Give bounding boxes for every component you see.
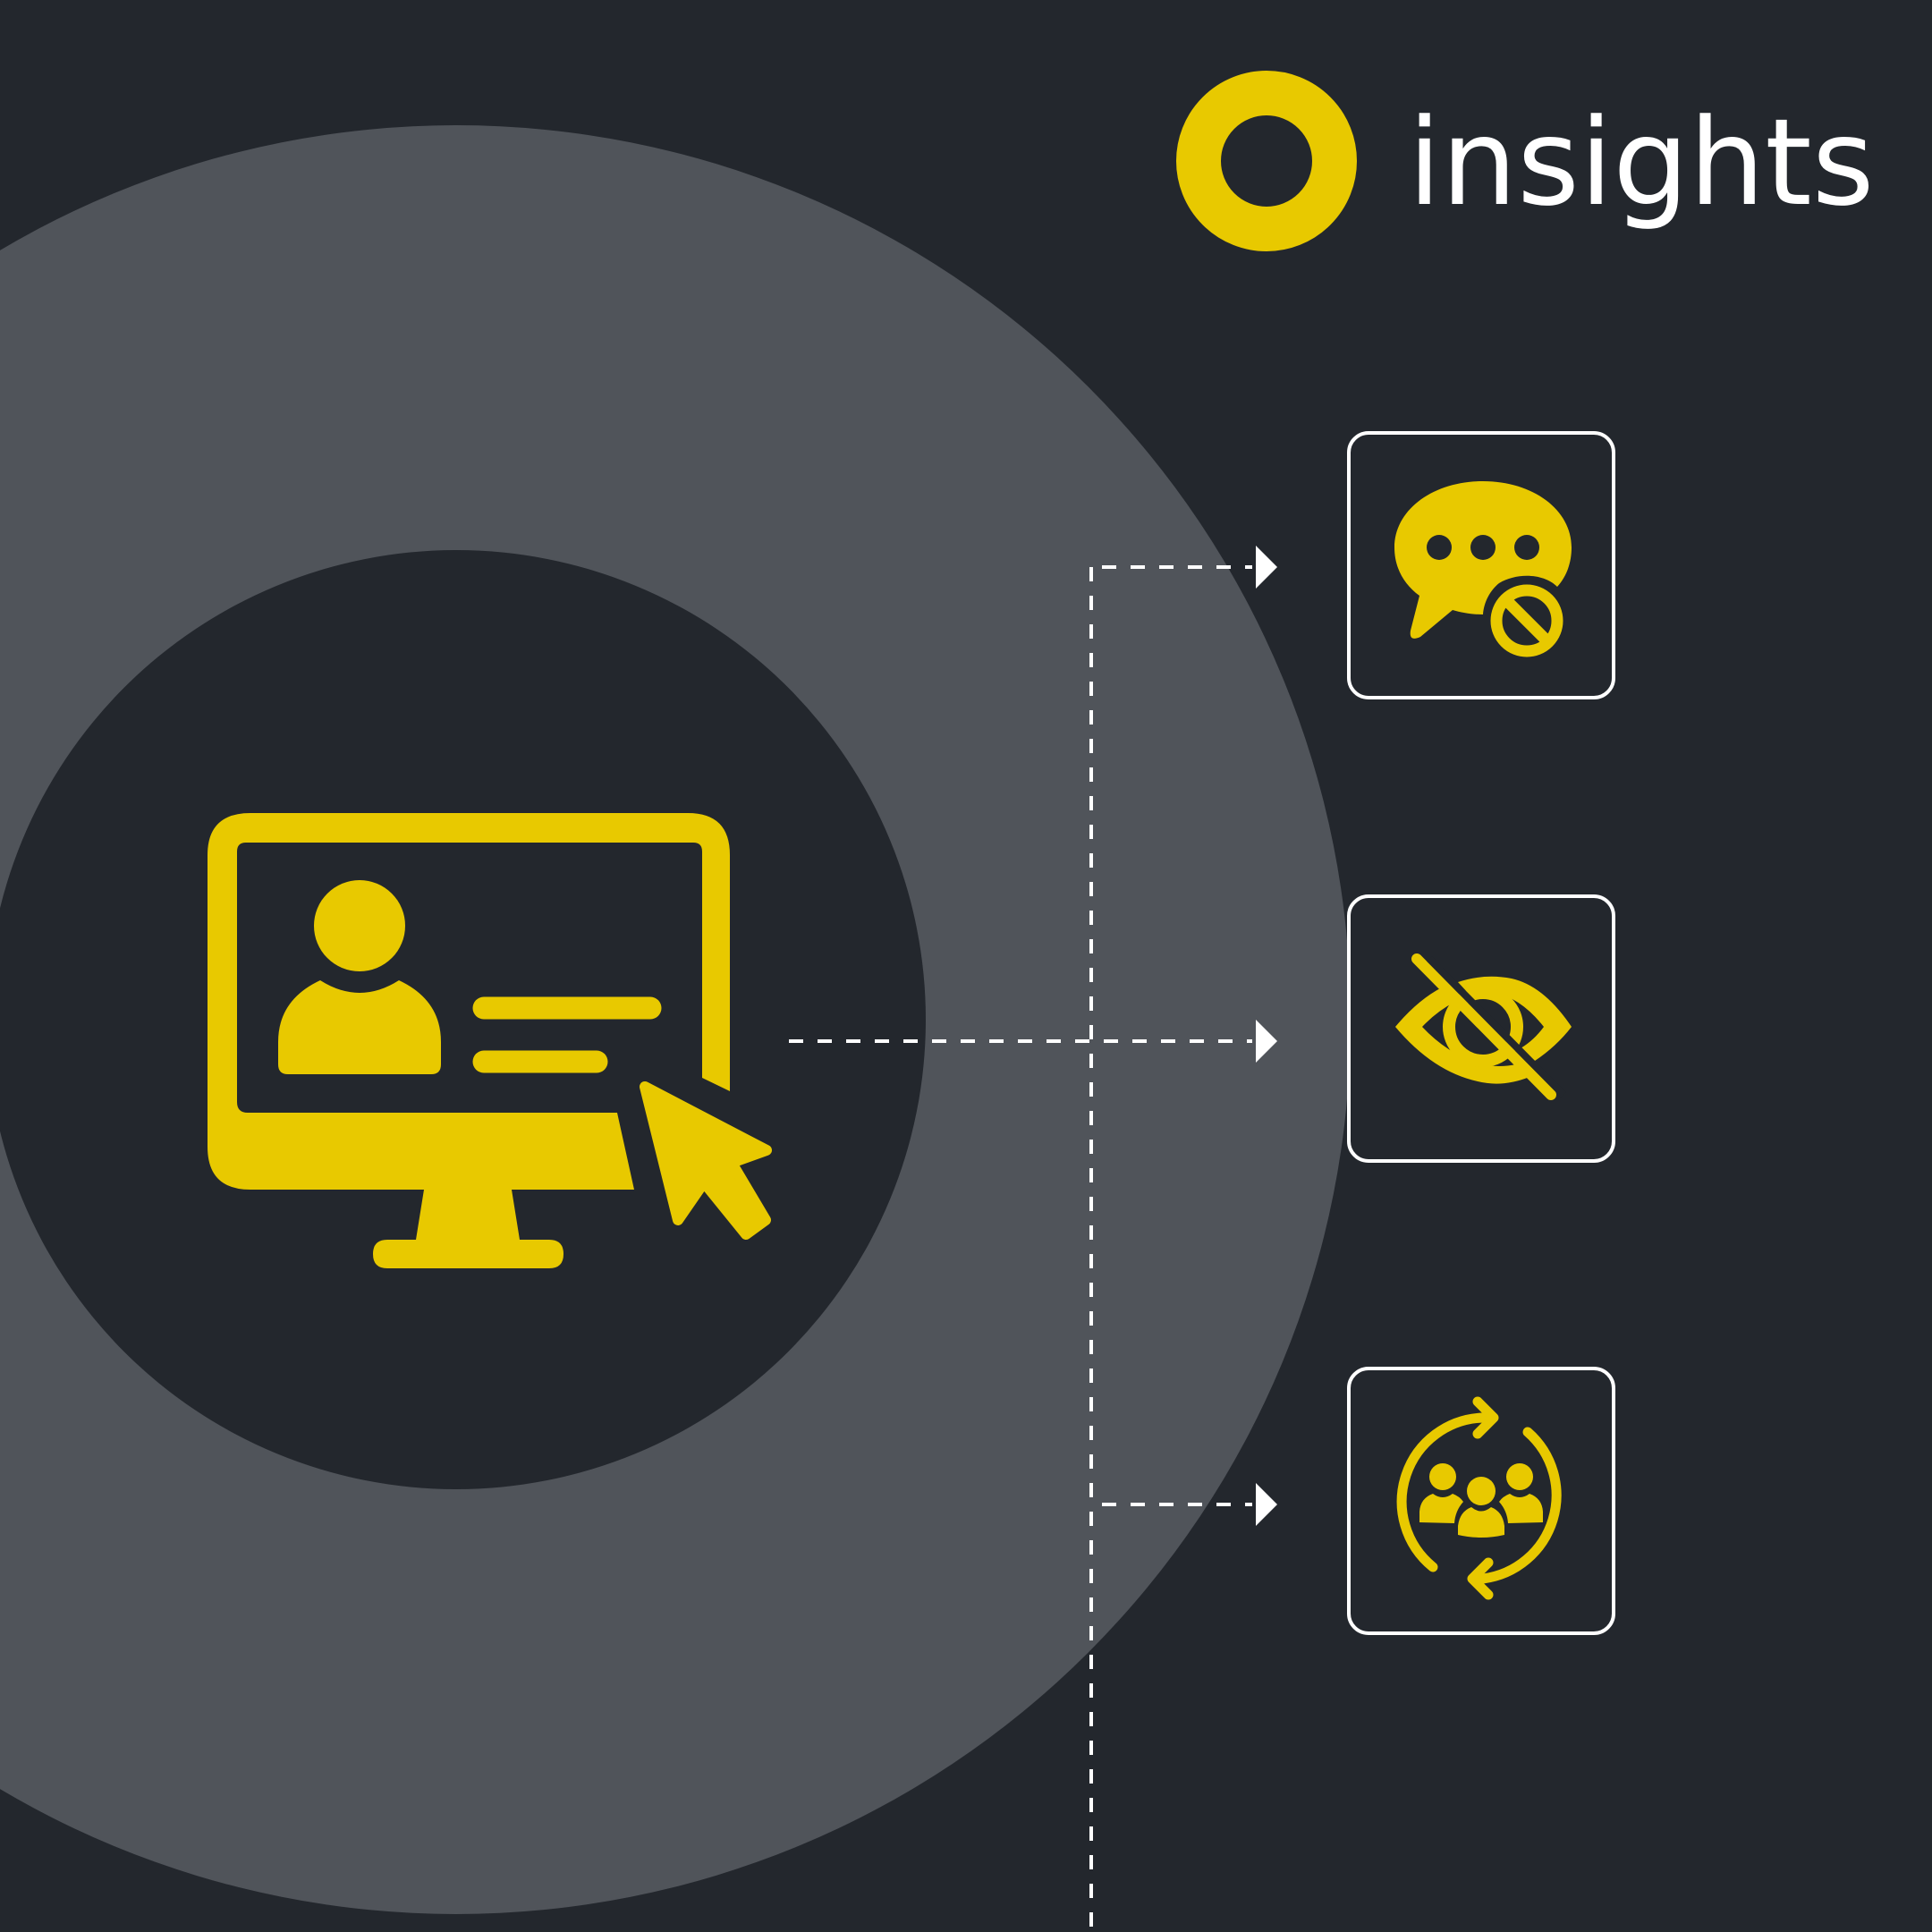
dot-3 — [1514, 535, 1539, 560]
target-cards — [1347, 431, 1615, 1635]
arrowhead-bottom — [1256, 1483, 1277, 1526]
user-head — [314, 880, 405, 971]
eye-iris — [1443, 987, 1523, 1067]
connectors — [789, 565, 1252, 1932]
eye-outline-right — [1458, 976, 1572, 1061]
team-cycle-icon — [1396, 1396, 1562, 1600]
brand-name: insights — [1408, 93, 1875, 233]
arrowheads — [1256, 546, 1277, 1526]
cycle-arc-bottom — [1478, 1427, 1562, 1584]
cycle-arc-top — [1396, 1412, 1488, 1572]
target-card-3 — [1347, 1367, 1615, 1635]
person-center-head — [1467, 1477, 1496, 1505]
inner-circle — [0, 550, 926, 1489]
cycle-arrow-top — [1472, 1396, 1499, 1439]
person-right-head — [1506, 1463, 1533, 1490]
block-slash — [1501, 595, 1553, 647]
arrowhead-top — [1256, 546, 1277, 589]
person-left-head — [1429, 1463, 1456, 1490]
arrowhead-middle — [1256, 1020, 1277, 1063]
brand-logo: insights — [1176, 71, 1875, 251]
eye-slash-line — [1411, 953, 1556, 1100]
dot-1 — [1427, 535, 1452, 560]
chat-bubble-blocked-icon — [1394, 481, 1572, 657]
target-card-2 — [1347, 894, 1615, 1163]
cycle-arrow-bottom — [1467, 1557, 1494, 1600]
eye-slash-gap — [1427, 956, 1566, 1097]
eye-outline — [1395, 987, 1530, 1084]
target-card-1 — [1347, 431, 1615, 699]
block-circle — [1490, 584, 1563, 657]
person-left-body — [1419, 1494, 1463, 1523]
person-right-body — [1499, 1494, 1543, 1523]
monitor-stand — [373, 1190, 564, 1268]
cursor-arrow — [640, 1081, 772, 1240]
person-center-body — [1458, 1507, 1504, 1538]
ring-logo-icon — [1176, 71, 1357, 251]
monitor-user-profile-click-icon — [208, 813, 772, 1268]
monitor-frame — [208, 813, 730, 1190]
eye-slash-icon — [1395, 953, 1572, 1100]
user-body — [278, 980, 441, 1074]
dot-2 — [1470, 535, 1496, 560]
